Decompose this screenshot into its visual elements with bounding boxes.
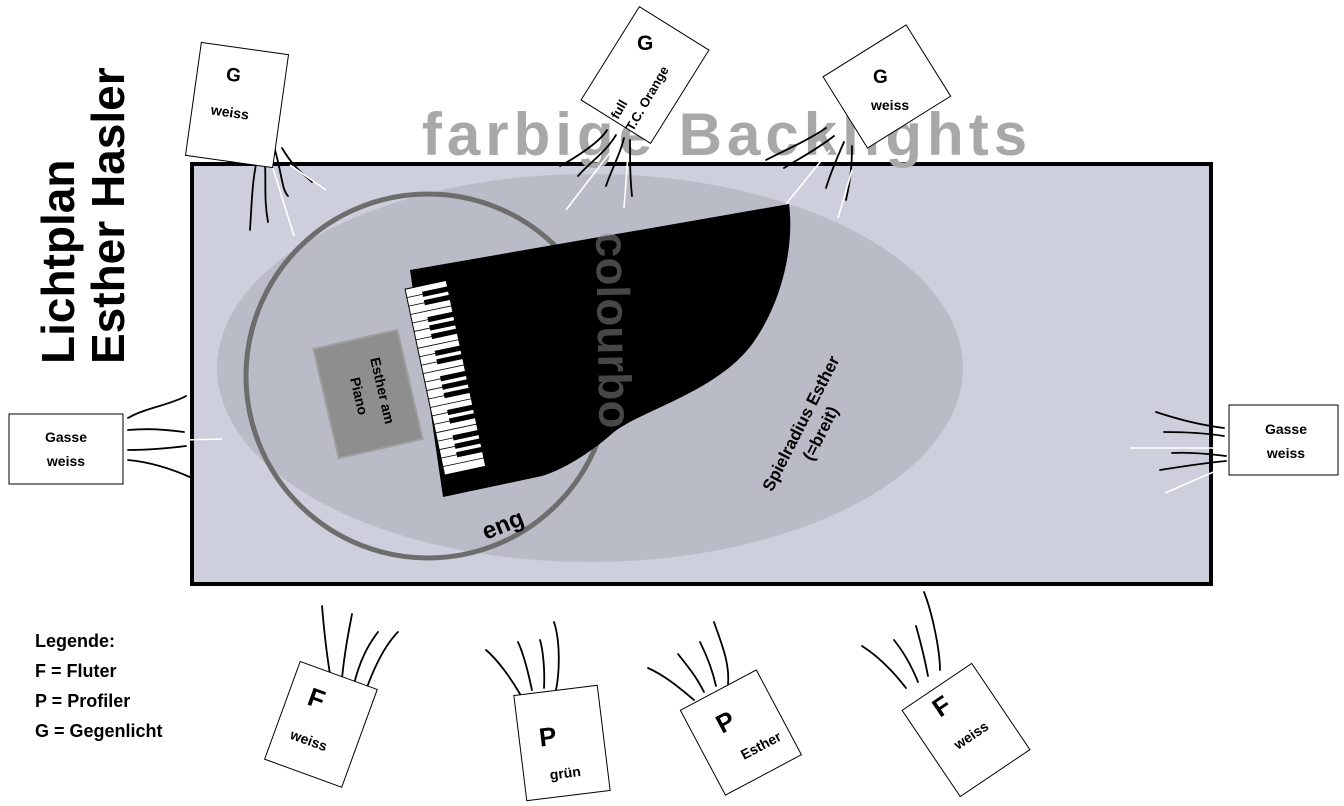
- piano-body: [410, 204, 791, 497]
- piano-black-key: [439, 370, 467, 382]
- piano-black-key: [429, 320, 456, 331]
- legend-item-profiler: P = Profiler: [35, 691, 131, 711]
- piano-black-key: [430, 328, 458, 340]
- fixture-top-right-type: G: [873, 67, 888, 88]
- piano-black-key: [427, 311, 454, 323]
- fixture-cables: [127, 127, 1227, 701]
- legend-heading: Legende:: [35, 631, 116, 651]
- plan-title-line2: Esther Hasler: [82, 67, 134, 364]
- piano-black-key: [447, 404, 474, 416]
- piano-black-key: [423, 294, 451, 306]
- fixture-bottom-2: P grün: [513, 684, 611, 802]
- fixture-top-right: [822, 24, 952, 149]
- fixture-top-left-color: weiss: [209, 101, 250, 122]
- fixture-left: Gasse weiss: [8, 413, 124, 485]
- piano-black-key: [441, 379, 469, 390]
- piano-white-key-divider: [417, 339, 459, 349]
- piano-white-key-divider: [430, 398, 472, 408]
- grand-piano: [404, 204, 791, 497]
- watermark: colourbo: [586, 231, 641, 429]
- fixture-bottom-4: [901, 662, 1031, 798]
- fixture-top-left: G weiss: [184, 41, 290, 169]
- piano-white-key-divider: [410, 305, 452, 315]
- piano-black-key: [456, 446, 483, 458]
- piano-black-key: [422, 286, 449, 297]
- fixture-left-line2: weiss: [46, 453, 85, 469]
- fixture-top-center: [580, 5, 710, 145]
- piano-white-key-divider: [442, 457, 484, 467]
- piano-white-key-divider: [422, 364, 465, 375]
- piano-black-key: [443, 387, 471, 399]
- piano-black-key: [434, 345, 462, 356]
- legend-item-gegenlicht: G = Gegenlicht: [35, 721, 163, 741]
- fixture-bottom-1: F weiss: [263, 660, 378, 788]
- fixture-right-line2: weiss: [1266, 445, 1305, 461]
- piano-bench: [312, 328, 424, 460]
- fixture-left-line1: Gasse: [45, 429, 87, 445]
- fixture-right-line1: Gasse: [1265, 421, 1307, 437]
- piano-black-key: [452, 429, 480, 441]
- plan-title-line1: Lichtplan: [32, 160, 84, 364]
- legend: Legende: F = Fluter P = Profiler G = Geg…: [35, 626, 235, 746]
- piano-black-key: [436, 353, 463, 365]
- fixture-top-center-type: G: [637, 32, 653, 55]
- fixture-right: Gasse weiss: [1228, 404, 1339, 476]
- banner-title: farbige Backlights: [422, 101, 1032, 168]
- piano-black-key: [454, 438, 481, 449]
- fixture-top-left-type: G: [225, 64, 243, 87]
- piano-white-key-divider: [435, 423, 477, 434]
- fixture-bottom-3: [679, 669, 803, 796]
- piano-keyboard: [404, 279, 487, 476]
- fixture-bottom-2-color: grün: [549, 763, 582, 783]
- legend-item-fluter: F = Fluter: [35, 661, 117, 681]
- piano-black-key: [448, 413, 476, 424]
- fixture-top-right-color: weiss: [870, 97, 909, 113]
- fixture-bottom-2-type: P: [537, 721, 558, 753]
